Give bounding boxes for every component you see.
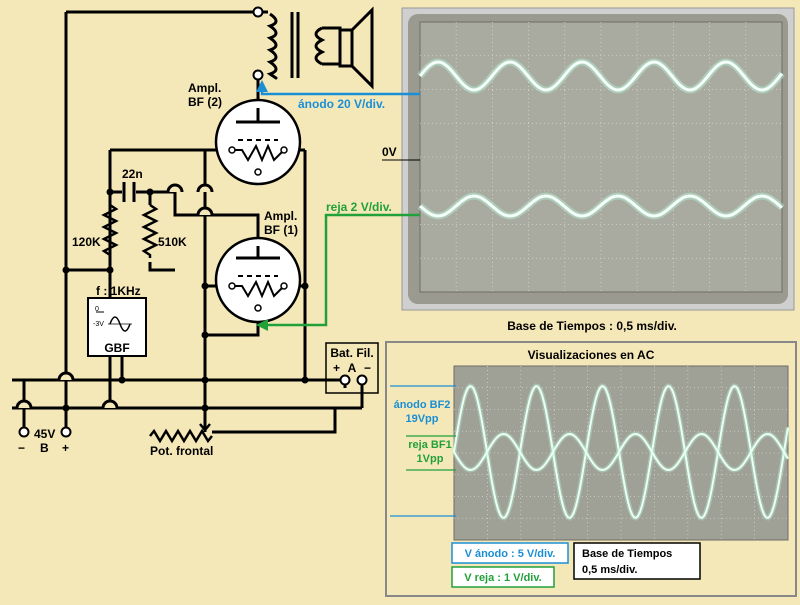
svg-text:0: 0 [95,306,99,313]
ac-anode-trace [453,384,789,520]
crossover-humps [15,183,214,409]
circuit-wiring [12,10,364,434]
supply-plus: + [62,441,69,455]
supply-voltage: 45V [34,427,55,441]
circuit-labels: Ampl. BF (2) Ampl. BF (1) 22n 120K 510K … [18,81,298,458]
ac-grid-trace [453,432,789,472]
top-grid-label: reja 2 V/div. [326,200,392,214]
generator-frequency: f : 1KHz [96,284,141,298]
ac-anode-scale: V ánodo : 5 V/div. [465,548,556,560]
ac-anode-name: ánodo BF2 [394,399,451,411]
ac-scope-grid [454,366,788,540]
terminal-circles [18,6,368,438]
ac-grid-vpp: 1Vpp [417,453,444,465]
resistor-120k [101,203,119,258]
resistor-510k [141,203,159,258]
resistor-120k-label: 120K [72,235,101,249]
top-scope-traces [417,58,785,220]
top-zero-label: 0V [382,145,397,159]
resistor-510k-label: 510K [158,235,187,249]
ac-timebase-line1: Base de Tiempos [582,548,672,560]
ac-grid-scale: V reja : 1 V/div. [464,572,541,584]
top-timebase: Base de Tiempos : 0,5 ms/div. [507,319,677,333]
supply-letter: B [40,441,49,455]
stage1-label-line2: BF (1) [264,223,298,237]
ac-grid-name: reja BF1 [408,439,451,451]
ac-anode-vpp: 19Vpp [405,413,438,425]
generator-wave-label: -3V [93,321,104,328]
vacuum-tube-bf2 [214,98,302,186]
top-anode-trace [418,60,784,92]
stage1-label-line1: Ampl. [264,209,297,223]
stage2-label-line1: Ampl. [188,81,221,95]
signal-generator: 0 -3V GBF [87,297,147,357]
ac-scope-traces [451,383,791,521]
pot-label: Pot. frontal [150,444,213,458]
battery-letter: A [348,361,357,375]
generator-name: GBF [104,341,129,355]
junction-dots [62,188,309,412]
vacuum-tube-bf1 [214,236,302,324]
top-scope-annotations: ánodo 20 V/div. reja 2 V/div. 0V Base de… [256,80,677,333]
top-oscilloscope [401,7,795,311]
filament-battery-box: Bat. Fil. + A − [325,342,379,394]
ac-timebase-line2: 0,5 ms/div. [582,564,637,576]
battery-minus: − [364,361,371,375]
battery-plus: + [333,361,340,375]
top-anode-label: ánodo 20 V/div. [298,97,385,111]
capacitor-label: 22n [122,167,143,181]
front-potentiometer [149,418,213,444]
stage2-label-line2: BF (2) [188,95,222,109]
top-grid-trace [419,194,783,218]
ac-panel: Visualizaciones en AC ánodo BF2 19Vpp re… [385,341,797,597]
ac-panel-title: Visualizaciones en AC [528,348,655,362]
loudspeaker-icon [338,6,374,90]
top-scope-grid [420,22,782,292]
battery-title: Bat. Fil. [330,346,373,360]
output-transformer [266,12,342,80]
coupling-capacitor [122,182,136,202]
supply-minus: − [18,441,25,455]
